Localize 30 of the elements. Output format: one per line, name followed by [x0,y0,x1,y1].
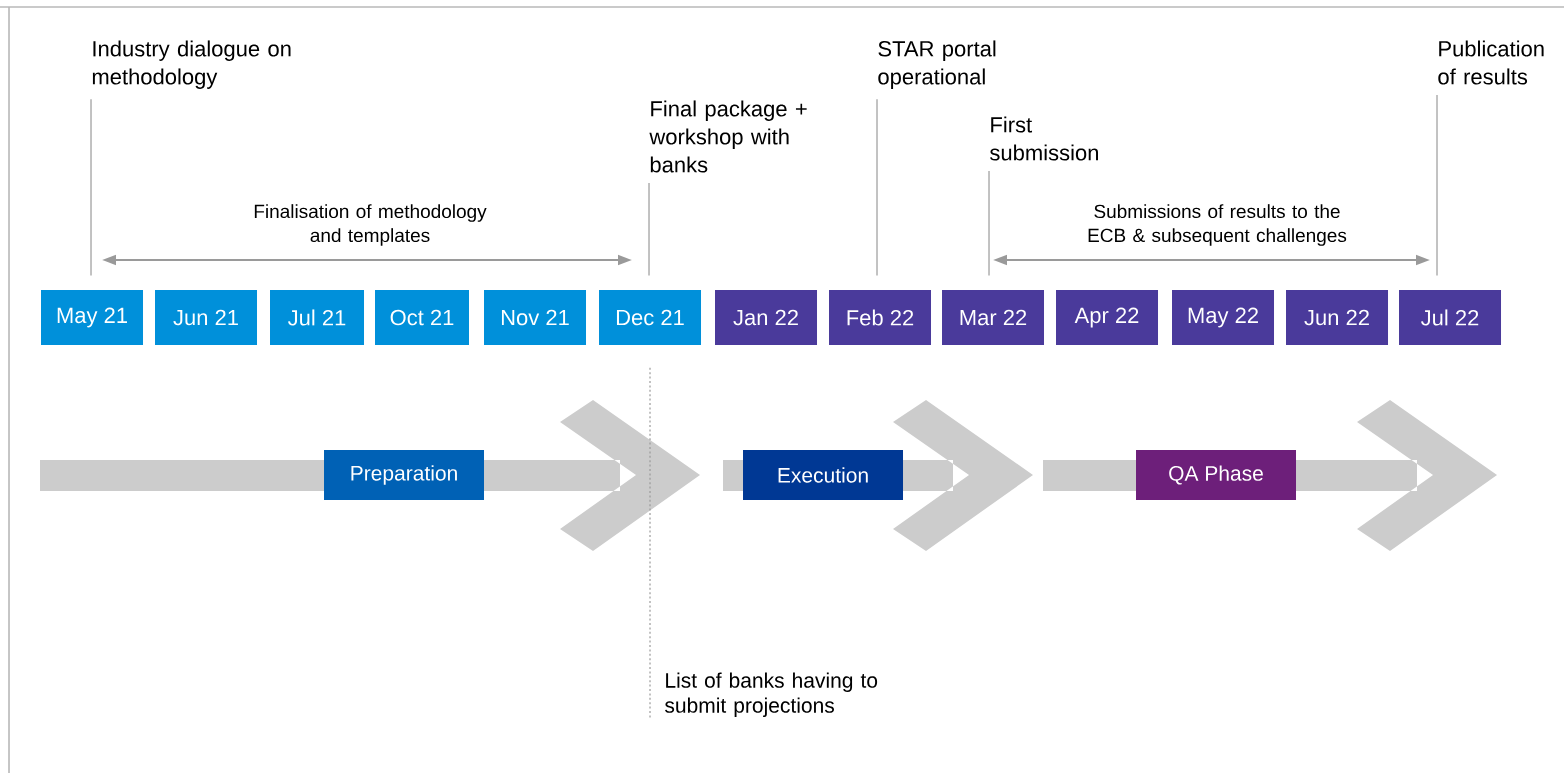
phase-box: Preparation [324,450,484,500]
month-box: May 22 [1172,290,1274,345]
month-box: Dec 21 [599,290,701,345]
span-label: Submissions of results to the ECB & subsequent challenges [1088,204,1347,246]
event-label: First submission [990,116,1098,161]
leader-line [1436,94,1438,277]
month-box: Nov 21 [484,290,586,345]
month-box: Jun 22 [1286,290,1388,345]
phase-box: QA Phase [1136,450,1296,500]
month-box: Jul 22 [1399,290,1501,345]
leader-line [649,366,651,718]
month-box: May 21 [41,290,143,345]
leader-line [90,98,92,277]
month-box: Mar 22 [942,290,1044,345]
event-label: Final package + workshop with banks [649,100,807,173]
month-box: Feb 22 [829,290,931,345]
leader-line [876,98,878,277]
leader-line [988,170,990,277]
month-box: Jun 21 [155,290,257,345]
event-label: STAR portal operational [878,40,996,89]
phase-box: Execution [743,450,903,500]
span-label: Finalisation of methodology and templates [254,204,487,246]
month-box: Apr 22 [1056,290,1158,345]
month-box: Jan 22 [715,290,817,345]
note-label: List of banks having to submit projections [665,672,878,717]
month-box: Oct 21 [375,290,469,345]
month-box: Jul 21 [270,290,364,345]
event-label: Publication of results [1438,40,1544,85]
leader-line [648,182,650,277]
event-label: Industry dialogue on methodology [92,40,291,89]
